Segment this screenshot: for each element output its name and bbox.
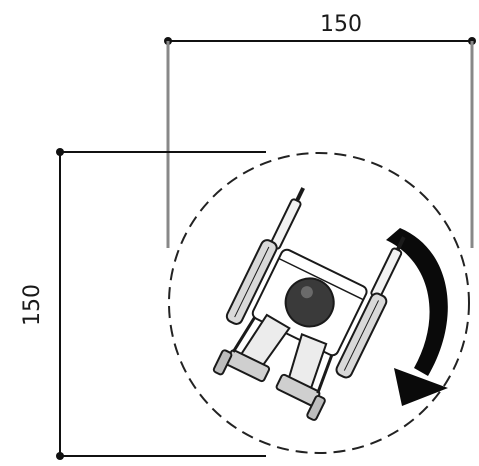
wheelchair-top-view-icon	[212, 187, 406, 421]
turning-circle	[168, 152, 470, 454]
top-dimension: 150	[164, 12, 476, 248]
top-dimension-label: 150	[320, 12, 362, 37]
left-dimension: 150	[20, 148, 266, 460]
left-dimension-label: 150	[20, 284, 45, 326]
rotation-arrow-icon	[386, 228, 448, 406]
